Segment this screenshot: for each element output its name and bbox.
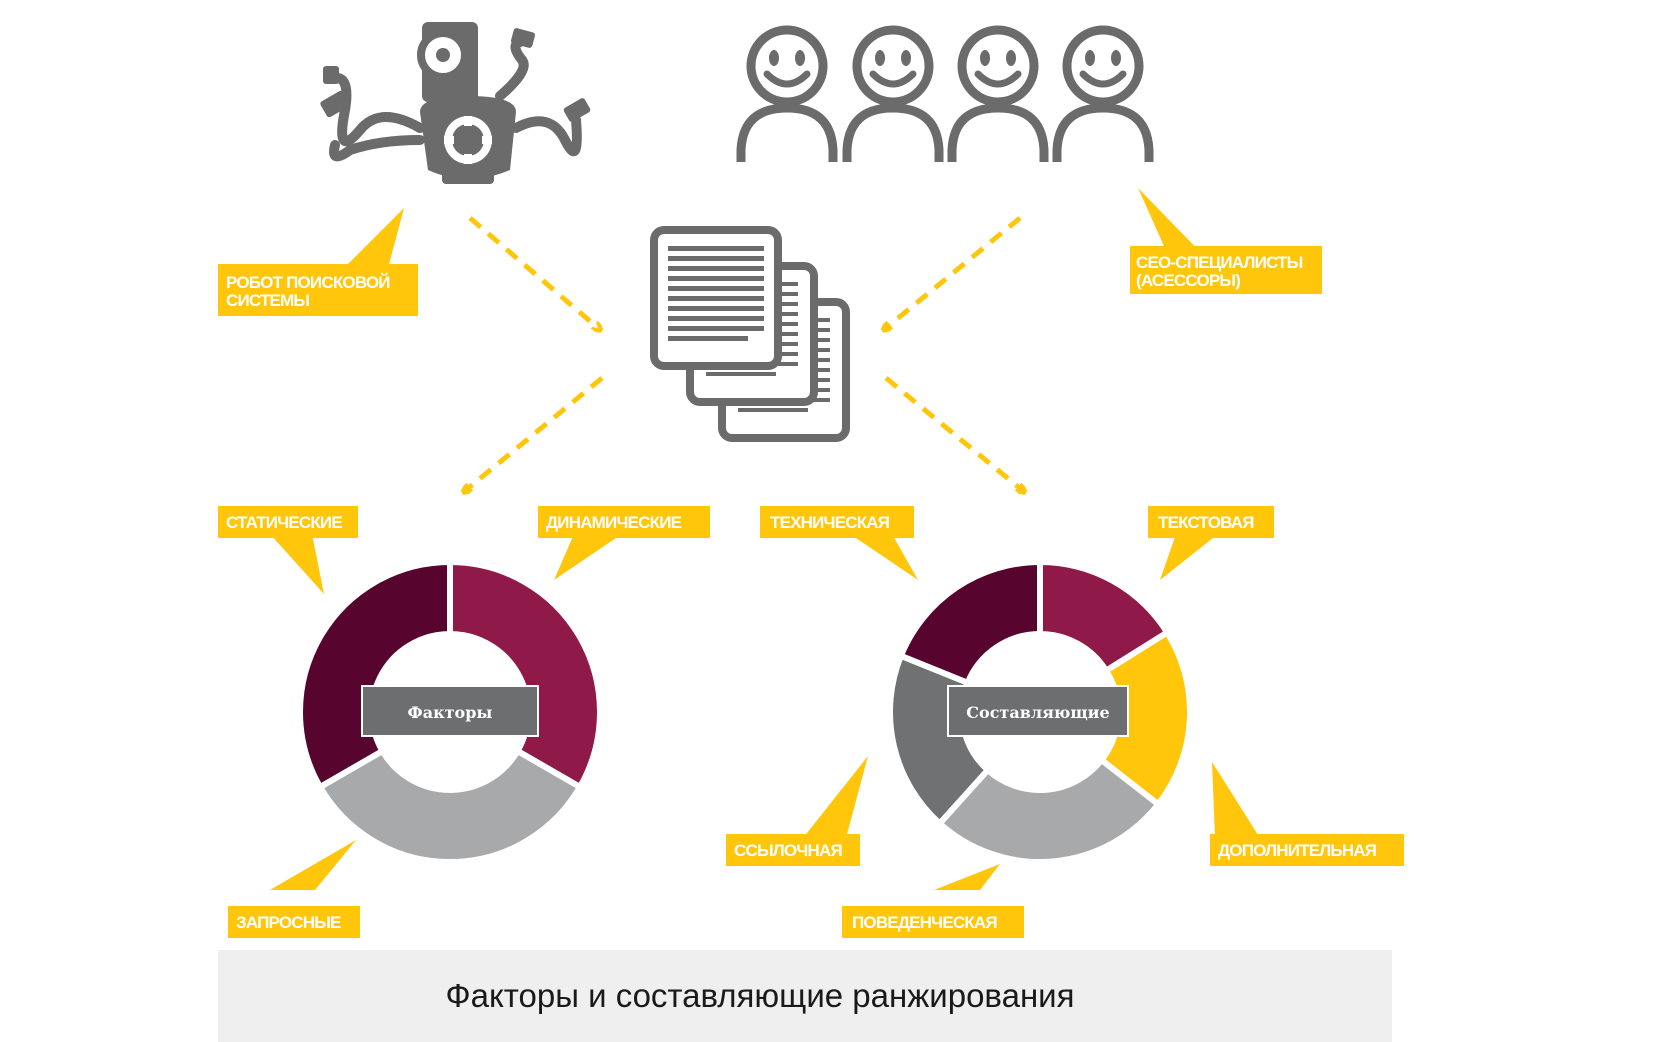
segment-behavioral — [935, 755, 1163, 865]
donut-factors — [297, 558, 603, 865]
tag-technical: ТЕХНИЧЕСКАЯ — [760, 506, 914, 538]
person-figure — [842, 25, 944, 162]
people-icon — [736, 25, 1154, 162]
tag-additional: ДОПОЛНИТЕЛЬНАЯ — [1210, 834, 1404, 866]
factors-center-text: Факторы — [408, 703, 493, 722]
documents-icon — [650, 226, 850, 442]
tag-seo-line2: (АСЕССОРЫ) — [1136, 271, 1240, 290]
arrow-people-to-docs — [886, 216, 1022, 328]
tag-robot: РОБОТ ПОИСКОВОЙ СИСТЕМЫ — [218, 264, 418, 316]
segment-query — [315, 746, 585, 865]
arrow-docs-to-factors — [466, 376, 604, 490]
robot-icon — [320, 22, 591, 184]
tag-seo: СЕО-СПЕЦИАЛИСТЫ (АСЕССОРЫ) — [1130, 246, 1322, 294]
arrow-robot-to-docs — [468, 216, 598, 328]
tag-query: ЗАПРОСНЫЕ — [228, 906, 360, 938]
person-figure — [736, 25, 838, 162]
factors-center-label: Факторы — [361, 685, 539, 737]
caption-bar: Факторы и составляющие ранжирования — [218, 950, 1392, 1042]
flow-arrows — [466, 216, 1022, 490]
person-figure — [947, 25, 1049, 162]
tag-behavioral: ПОВЕДЕНЧЕСКАЯ — [842, 906, 1024, 938]
components-center-text: Составляющие — [966, 703, 1109, 722]
segment-dynamic — [447, 558, 603, 792]
callout-pointers — [270, 188, 1260, 890]
tag-link: ССЫЛОЧНАЯ — [726, 834, 860, 866]
tag-static-label: СТАТИЧЕСКИЕ — [226, 513, 342, 532]
segment-static — [297, 558, 453, 792]
tag-robot-line2: СИСТЕМЫ — [226, 291, 309, 310]
tag-additional-label: ДОПОЛНИТЕЛЬНАЯ — [1218, 841, 1377, 860]
tag-seo-line1: СЕО-СПЕЦИАЛИСТЫ — [1136, 253, 1303, 272]
tag-text-label: ТЕКСТОВАЯ — [1158, 513, 1254, 532]
tag-link-label: ССЫЛОЧНАЯ — [734, 841, 842, 860]
segment-link — [887, 651, 993, 828]
tag-static: СТАТИЧЕСКИЕ — [218, 506, 358, 538]
tag-query-label: ЗАПРОСНЫЕ — [236, 913, 341, 932]
donut-components — [887, 558, 1193, 865]
arrow-docs-to-components — [884, 376, 1022, 490]
tag-dynamic-label: ДИНАМИЧЕСКИЕ — [546, 513, 682, 532]
tag-text: ТЕКСТОВАЯ — [1148, 506, 1274, 538]
tag-behavioral-label: ПОВЕДЕНЧЕСКАЯ — [852, 913, 997, 932]
components-center-label: Составляющие — [947, 685, 1129, 737]
person-figure — [1052, 25, 1154, 162]
tag-dynamic: ДИНАМИЧЕСКИЕ — [538, 506, 710, 538]
tag-robot-line1: РОБОТ ПОИСКОВОЙ — [226, 273, 390, 292]
tag-technical-label: ТЕХНИЧЕСКАЯ — [770, 513, 890, 532]
segment-technical — [897, 558, 1043, 687]
caption-text: Факторы и составляющие ранжирования — [445, 977, 1075, 1014]
